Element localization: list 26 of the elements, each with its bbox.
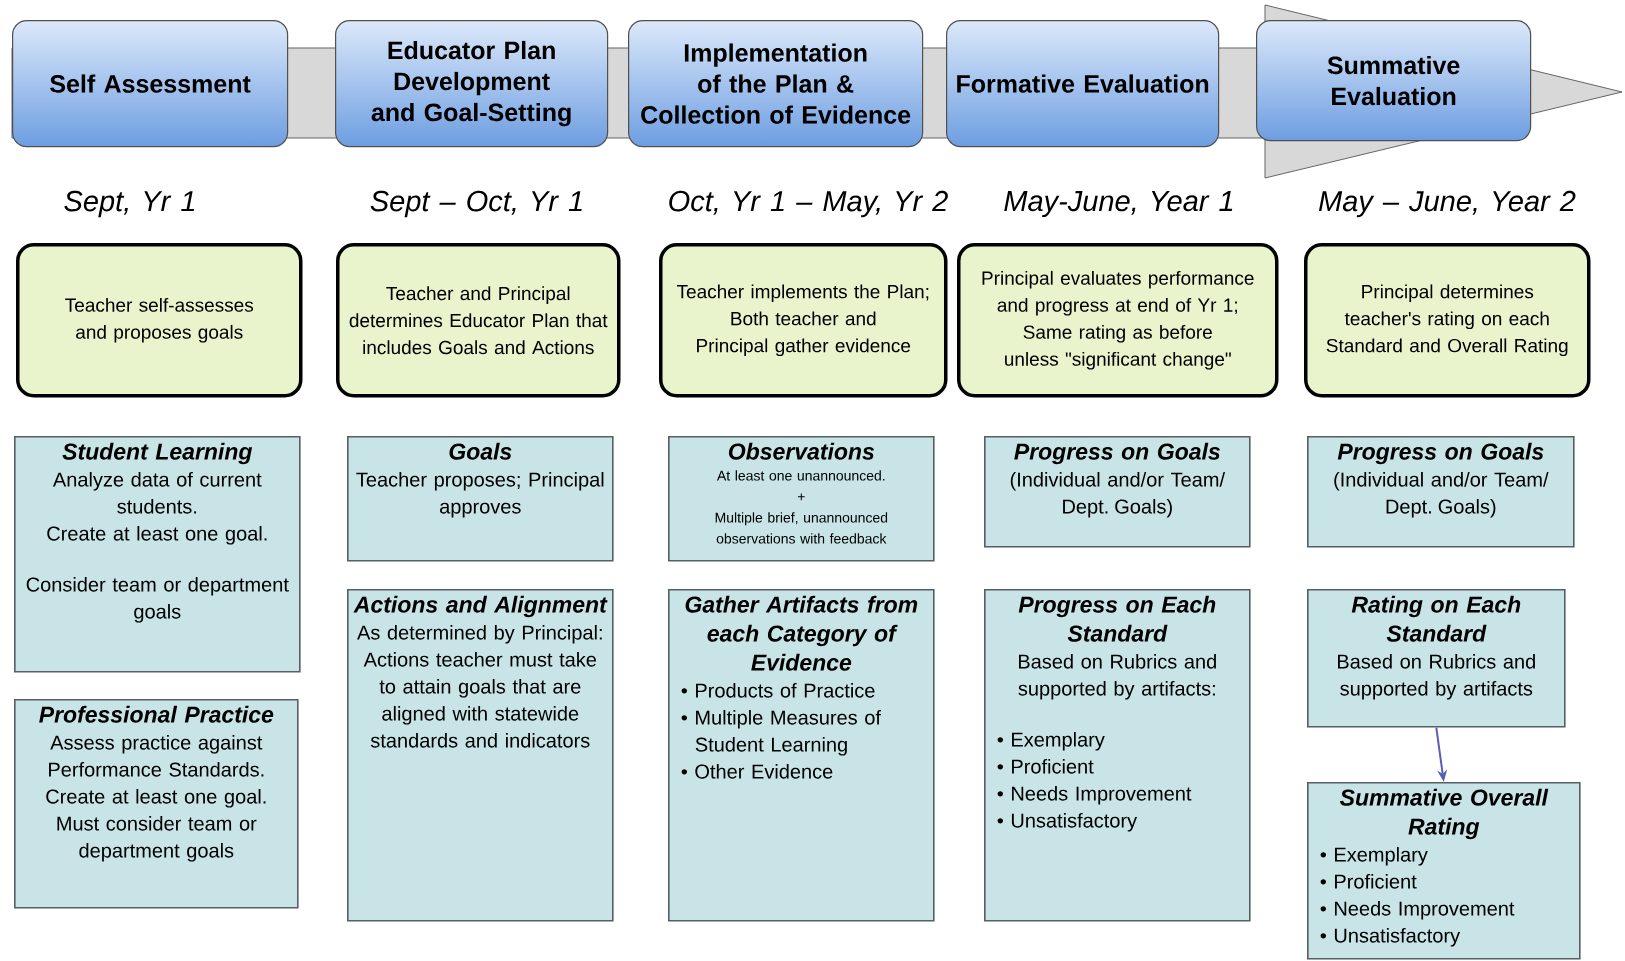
date-label: May – June, Year 2 [1318, 190, 1576, 218]
info-box: Progress on Goals (Individual and/or Team/ Dept. Goals) [1307, 436, 1575, 548]
info-box: Observations At least one unannounced. + Multiple brief, unannounced observations with feedback [668, 436, 935, 562]
date-label: Oct, Yr 1 – May, Yr 2 [669, 190, 948, 218]
task-box: Teacher and Principal determines Educator Plan that includes Goals and Actions [336, 243, 621, 398]
info-box: Gather Artifacts from each Category of Evidence • Products of Practice • Multiple Measures of Student Learning • Other Evidence [668, 589, 935, 922]
info-box: Goals Teacher proposes; Principal approves [347, 436, 614, 562]
task-box: Teacher implements the Plan; Both teacher and Principal gather evidence [659, 243, 948, 398]
stage-box: Formative Evaluation [946, 20, 1220, 148]
date-label: May-June, Year 1 [1004, 191, 1233, 217]
info-box: Summative Overall Rating • Exemplary • Proficient • Needs Improvement • Unsatisfactory [1307, 782, 1581, 960]
stage-box: Summative Evaluation [1256, 20, 1532, 142]
task-box: Principal determines teacher's rating on each Standard and Overall Rating [1304, 243, 1591, 398]
info-box: Actions and Alignment As determined by Principal: Actions teacher must take to attain goals that are aligned with statewide standards and indicators [347, 589, 614, 922]
stage-box: Implementation of the Plan & Collection of Evidence [628, 20, 924, 148]
task-box: Teacher self-assesses and proposes goals [16, 243, 303, 398]
info-box: Progress on Goals (Individual and/or Team/ Dept. Goals) [984, 436, 1251, 548]
info-box: Rating on Each Standard Based on Rubrics and supported by artifacts [1307, 589, 1566, 728]
info-box: Professional Practice Assess practice against Performance Standards. Create at least one goal. Must consider team or department goals [14, 699, 299, 909]
task-box: Principal evaluates performance and progress at end of Yr 1; Same rating as before unless "significant change" [957, 243, 1279, 398]
info-box: Student Learning Analyze data of current students. Create at least one goal. Consider team or department goals [14, 436, 301, 673]
date-label: Sept, Yr 1 [64, 190, 195, 218]
stage-box: Educator Plan Development and Goal-Setting [335, 20, 609, 148]
info-box: Progress on Each Standard Based on Rubrics and supported by artifacts: • Exemplary • Proficient • Needs Improvement • Unsatisfactory [984, 589, 1251, 922]
date-label: Sept – Oct, Yr 1 [370, 190, 582, 218]
stage-box: Self Assessment [12, 20, 289, 148]
